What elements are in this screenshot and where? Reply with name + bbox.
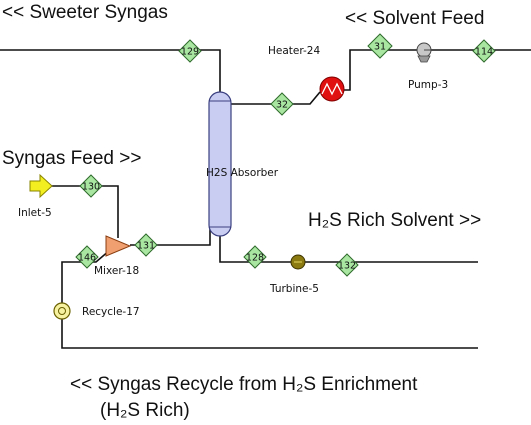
mixer-icon[interactable] [105, 235, 132, 257]
line-recycle-loop [61, 318, 478, 349]
stream-114-label: 114 [475, 47, 493, 58]
stream-31-label: 31 [374, 42, 386, 53]
stream-32[interactable]: 32 [270, 92, 294, 116]
stream-146[interactable]: 146 [75, 245, 99, 269]
stream-128-label: 128 [246, 253, 264, 264]
stream-130[interactable]: 130 [79, 174, 103, 198]
heater-icon[interactable] [319, 76, 345, 102]
stream-130-label: 130 [82, 182, 100, 193]
stream-129[interactable]: 129 [178, 39, 202, 63]
recycle-annotation-line2: (H₂S Rich) [100, 400, 190, 421]
inlet-label: Inlet-5 [18, 207, 52, 219]
line-inlet-to-mixer [44, 185, 119, 238]
stream-129-label: 129 [181, 47, 199, 58]
stream-31[interactable]: 31 [367, 33, 393, 59]
stream-32-label: 32 [276, 100, 288, 111]
recycle-annotation-line1: << Syngas Recycle from H₂S Enrichment [70, 374, 418, 395]
stream-114[interactable]: 114 [472, 39, 496, 63]
recycle-icon[interactable] [53, 302, 71, 320]
line-heater-to-absorber [231, 91, 321, 105]
pump-icon[interactable] [416, 42, 432, 63]
stream-132-label: 132 [338, 261, 356, 272]
stream-lines [0, 49, 531, 349]
h2s-rich-solvent-label: H₂S Rich Solvent >> [308, 210, 481, 231]
solvent-feed-label: << Solvent Feed [345, 8, 484, 29]
line-absorber-bottom [219, 236, 478, 263]
sweeter-syngas-label: << Sweeter Syngas [2, 2, 168, 23]
stream-131[interactable]: 131 [134, 233, 158, 257]
recycle-label: Recycle-17 [82, 306, 140, 318]
pump-label: Pump-3 [408, 79, 448, 91]
h2s-absorber-column[interactable] [208, 91, 232, 237]
turbine-icon[interactable] [290, 254, 306, 270]
inlet-arrow-icon[interactable] [29, 173, 53, 199]
stream-131-label: 131 [137, 241, 155, 252]
line-recycle-to-mixer [61, 249, 111, 304]
line-sweeter-syngas [0, 49, 221, 92]
heater-label: Heater-24 [268, 45, 320, 57]
stream-132[interactable]: 132 [335, 253, 359, 277]
syngas-feed-label: Syngas Feed >> [2, 148, 141, 169]
turbine-label: Turbine-5 [269, 283, 319, 295]
absorber-label: H2S Absorber [206, 167, 279, 179]
stream-146-label: 146 [78, 253, 96, 264]
stream-128[interactable]: 128 [243, 245, 267, 269]
mixer-label: Mixer-18 [94, 265, 139, 277]
